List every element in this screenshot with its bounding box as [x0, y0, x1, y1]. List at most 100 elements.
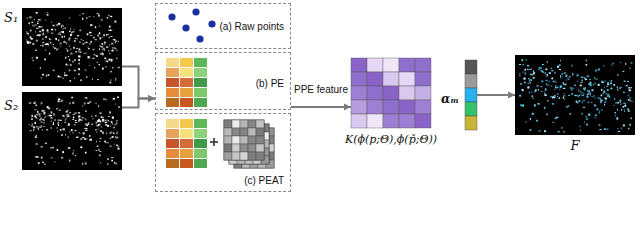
point — [70, 34, 72, 36]
point — [79, 30, 81, 31]
point — [629, 89, 631, 91]
point — [597, 108, 599, 110]
point — [104, 58, 106, 59]
point — [540, 86, 542, 88]
point — [625, 103, 626, 105]
point — [551, 86, 552, 87]
point — [579, 126, 581, 128]
point — [116, 145, 118, 147]
point — [550, 96, 552, 97]
point — [83, 117, 84, 119]
point — [69, 102, 71, 104]
point — [110, 79, 111, 81]
matrix-cell — [180, 88, 193, 97]
point — [63, 41, 65, 43]
point — [533, 70, 534, 72]
point — [62, 24, 64, 26]
point — [111, 121, 113, 123]
point — [115, 79, 117, 81]
point — [117, 97, 119, 98]
matrix-cell — [194, 68, 207, 77]
point — [596, 69, 598, 71]
matrix-cell — [367, 114, 383, 128]
point — [569, 76, 571, 78]
point — [111, 137, 113, 139]
point — [544, 72, 546, 73]
point — [520, 83, 522, 85]
point — [526, 59, 527, 60]
matrix-cell — [351, 100, 367, 114]
matrix-cell — [194, 88, 207, 97]
point — [40, 77, 42, 79]
point — [99, 162, 101, 163]
matrix-cell — [399, 86, 415, 100]
point — [591, 102, 593, 103]
point — [88, 65, 90, 67]
point — [51, 111, 53, 113]
point — [544, 130, 546, 132]
point — [631, 62, 633, 63]
matrix-cell — [180, 98, 193, 107]
point — [88, 124, 89, 125]
point — [85, 152, 87, 154]
point — [30, 130, 32, 131]
point — [51, 121, 52, 122]
point — [47, 12, 48, 14]
point — [36, 143, 38, 144]
matrix-cell — [248, 128, 256, 136]
point — [603, 91, 605, 93]
point — [111, 160, 113, 162]
point — [525, 121, 526, 122]
point — [118, 148, 120, 150]
point — [96, 120, 97, 122]
matrix-cell — [383, 100, 399, 114]
matrix-cell — [166, 149, 179, 158]
point — [586, 59, 587, 61]
point — [114, 39, 116, 41]
point — [620, 100, 621, 101]
point — [87, 46, 89, 48]
point — [34, 115, 36, 117]
point — [45, 19, 47, 21]
point — [104, 44, 105, 45]
matrix-cell — [240, 128, 248, 136]
point — [594, 78, 596, 79]
matrix-cell — [180, 68, 193, 77]
matrix-cell — [367, 72, 383, 86]
point — [54, 48, 56, 49]
point — [49, 41, 50, 43]
point — [64, 74, 65, 76]
point — [63, 116, 65, 118]
point — [82, 163, 83, 165]
point — [588, 114, 590, 116]
point — [29, 124, 30, 125]
point — [90, 101, 92, 103]
point — [106, 46, 108, 47]
matrix-cell — [240, 152, 248, 160]
point — [96, 122, 97, 124]
point — [581, 113, 582, 115]
point — [96, 132, 98, 133]
point — [590, 93, 592, 95]
point — [111, 60, 112, 62]
point — [96, 125, 98, 127]
point — [106, 132, 108, 134]
point — [36, 126, 38, 128]
point — [93, 37, 95, 38]
point — [58, 34, 60, 35]
point — [99, 154, 101, 156]
point — [566, 107, 568, 108]
point — [90, 24, 92, 26]
point — [64, 41, 65, 43]
peat-matrix — [166, 119, 207, 168]
matrix-cell — [399, 100, 415, 114]
point — [41, 127, 42, 128]
point — [538, 89, 540, 90]
point — [116, 49, 117, 51]
point — [601, 81, 602, 83]
point — [102, 117, 104, 119]
point — [545, 68, 547, 70]
point — [580, 94, 582, 95]
point — [113, 127, 114, 128]
